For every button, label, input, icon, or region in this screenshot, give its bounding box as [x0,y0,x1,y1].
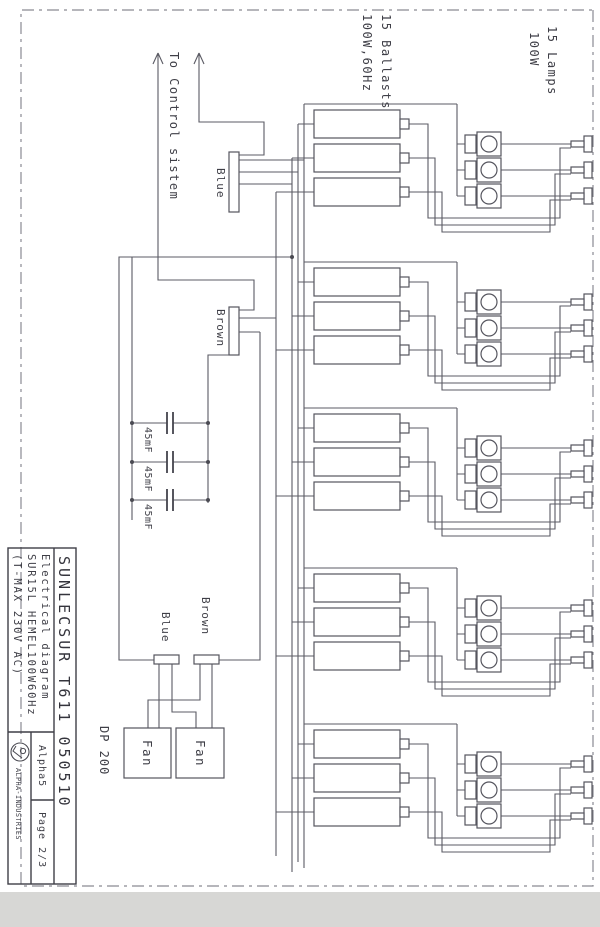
capacitor-bank: 45mF 45mF 45mF [118,255,294,661]
fan-1-label: Fan [193,740,208,767]
lamp-ballast-group-4 [275,567,593,697]
capacitor-value-2: 45mF [142,466,153,492]
company-name: ALPHA-INDUSTRIES [14,768,22,840]
brown-terminal-strip: Brown [214,306,240,356]
fan-box-1 [175,727,225,779]
lamp-row-label-line1: 15 Lamps [545,26,559,96]
blue-strip-label: Blue [214,168,227,199]
document-number: SUNLECSUR T611 050510 [55,556,73,809]
ballast-row-label-line1: 15 Ballasts [379,14,393,110]
fan-brown-strip [193,654,220,665]
control-label: To Control sistem [167,52,181,200]
control-wires [152,52,265,311]
model-cell: Alpha5 [36,745,47,787]
capacitor-value-3: 45mF [142,504,153,530]
lamp-ballast-group-1 [275,103,593,233]
distribution-buses [219,104,305,872]
lamp-row-label: 15 Lamps 100W [527,26,559,96]
control-connection: To Control sistem [152,52,265,311]
capacitor-value-1: 45mF [142,427,153,453]
scan-edge-band [0,892,600,927]
fan-2-label: Fan [140,740,155,767]
lamp-ballast-group-3 [275,407,593,537]
lamp-ballast-group-5 [275,723,593,853]
description-line2: SUR15L HEMEL100W60Hz [25,554,37,716]
fan-blue-label: Blue [159,612,172,643]
title-block: SUNLECSUR T611 050510 Electrical diagram… [7,547,77,885]
fan-circuit: Brown Blue Fan Fan DP 200 [97,597,225,779]
lamp-ballast-group-2 [275,261,593,391]
company-logo [10,742,30,762]
fan-box-2 [123,727,172,779]
capacitor-wires [118,256,292,661]
fan-blue-strip [153,654,180,665]
lamp-row-label-line2: 100W [527,32,541,67]
fan-wires [147,664,213,728]
page-number: Page 2/3 [36,812,47,868]
drawing-border [20,9,594,887]
ballast-row-label: 15 Ballasts 100W,60Hz [360,14,393,110]
capacitor-plates [166,412,174,511]
brown-strip-label: Brown [214,309,227,347]
ballast-row-label-line2: 100W,60Hz [360,14,374,93]
description-line1: Electrical diagram [39,554,51,700]
description-line3: (T-MAX 230V AC) [11,554,23,676]
blue-terminal-strip: Blue [214,151,240,213]
dp-label: DP 200 [97,726,111,775]
fan-brown-label: Brown [199,597,212,635]
